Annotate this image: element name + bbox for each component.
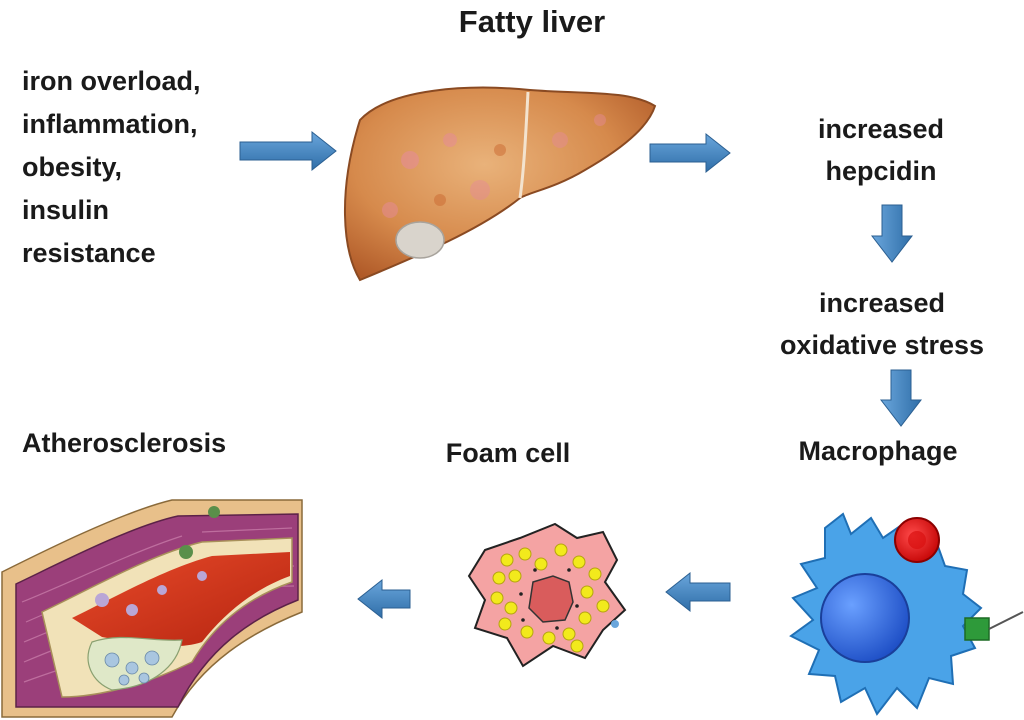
cause-resistance: resistance xyxy=(22,238,156,268)
oxidative-stress-label: increased oxidative stress xyxy=(762,282,1002,366)
causes-list: iron overload, inflammation, obesity, in… xyxy=(22,60,201,275)
hepcidin-line-2: hepcidin xyxy=(825,156,937,186)
cause-obesity: obesity, xyxy=(22,152,123,182)
arrow-left-icon xyxy=(665,571,731,613)
arrow-right-icon xyxy=(649,132,731,174)
arrow-down-icon xyxy=(879,369,923,427)
hepcidin-label: increased hepcidin xyxy=(770,108,992,192)
foam-cell-label: Foam cell xyxy=(445,438,571,468)
arrow-left-icon xyxy=(357,578,411,620)
page-title: Fatty liver xyxy=(458,4,606,39)
atherosclerosis-label: Atherosclerosis xyxy=(22,428,227,458)
cause-iron-overload: iron overload, xyxy=(22,66,201,96)
macrophage-label: Macrophage xyxy=(798,436,958,466)
cause-insulin: insulin xyxy=(22,195,109,225)
artery-icon xyxy=(1,499,303,718)
macrophage-icon xyxy=(789,512,1024,716)
hepcidin-line-1: increased xyxy=(817,114,945,144)
cause-inflammation: inflammation, xyxy=(22,109,198,139)
oxidative-line-1: increased xyxy=(818,288,946,318)
liver-icon xyxy=(343,86,657,282)
oxidative-line-2: oxidative stress xyxy=(779,330,985,360)
arrow-right-icon xyxy=(239,130,337,172)
arrow-down-icon xyxy=(870,204,914,263)
foam-cell-icon xyxy=(467,522,627,668)
